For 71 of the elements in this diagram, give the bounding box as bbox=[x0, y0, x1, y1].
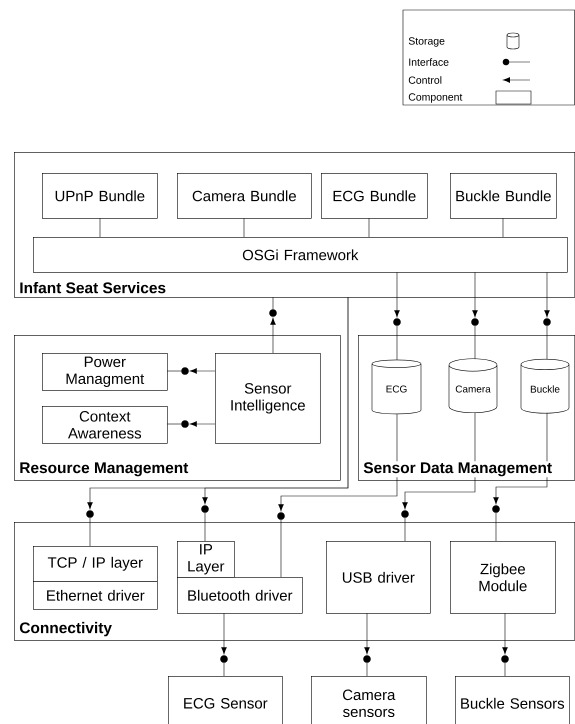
connector-line bbox=[368, 218, 370, 238]
interface-dot bbox=[401, 510, 409, 518]
storage-cylinder: ECG bbox=[372, 360, 422, 414]
legend-label: Component bbox=[408, 93, 462, 103]
legend-label: Interface bbox=[409, 58, 449, 66]
connector-line bbox=[167, 370, 182, 372]
component-box: Buckle Sensors bbox=[455, 676, 570, 724]
interface-dot bbox=[220, 655, 228, 663]
interface-dot bbox=[181, 420, 189, 428]
interface-dot bbox=[492, 505, 500, 513]
component-box: TCP / IP layer bbox=[33, 546, 158, 582]
interface-dot bbox=[181, 367, 189, 375]
component-box: Bluetooth driver bbox=[177, 577, 303, 614]
connector-line bbox=[396, 326, 398, 360]
group-heading: Connectivity bbox=[18, 620, 113, 638]
connector-line bbox=[280, 520, 282, 578]
arrow bbox=[364, 613, 370, 654]
connector-line bbox=[474, 326, 476, 359]
arrow bbox=[472, 272, 478, 318]
component-box: ECG Bundle bbox=[321, 173, 428, 219]
arrow bbox=[493, 413, 548, 504]
component-box: UPnP Bundle bbox=[42, 173, 158, 219]
group-frame bbox=[14, 335, 341, 481]
arrow bbox=[394, 272, 400, 318]
storage-cylinder: Camera bbox=[448, 358, 498, 414]
interface-dot bbox=[471, 318, 479, 326]
interface-dot bbox=[363, 655, 371, 663]
component-box: Buckle Bundle bbox=[450, 173, 557, 219]
component-box: Ethernet driver bbox=[33, 581, 158, 610]
arrow bbox=[221, 613, 227, 654]
connector-line bbox=[546, 326, 548, 360]
legend-label: Control bbox=[408, 76, 442, 84]
group-frame bbox=[14, 522, 575, 641]
component-box: Context Awareness bbox=[42, 406, 168, 444]
component-box: ECG Sensor bbox=[168, 676, 283, 724]
interface-dot bbox=[501, 655, 509, 663]
arrow bbox=[278, 414, 398, 512]
connector-line bbox=[504, 662, 506, 676]
arrow bbox=[502, 613, 508, 654]
interface-dot bbox=[201, 505, 209, 513]
component-box: OSGi Framework bbox=[33, 237, 568, 273]
arrow bbox=[270, 318, 276, 354]
component-box: Camera Bundle bbox=[177, 173, 312, 219]
component-box: Camera sensors bbox=[311, 676, 427, 724]
group-heading: Resource Management bbox=[18, 461, 190, 478]
legend-label: Storage bbox=[408, 37, 444, 47]
group-frame bbox=[358, 335, 575, 481]
group-heading: Sensor Data Management bbox=[362, 461, 554, 478]
connector-line bbox=[272, 297, 274, 310]
interface-dot bbox=[277, 512, 285, 520]
interface-dot bbox=[543, 318, 551, 326]
interface-dot bbox=[269, 309, 277, 317]
connector-line bbox=[404, 518, 406, 542]
component-box: Sensor Intelligence bbox=[215, 353, 321, 444]
connector-line bbox=[204, 512, 206, 542]
arrow bbox=[190, 421, 216, 427]
storage-cylinder: Buckle bbox=[520, 358, 570, 414]
component-box: USB driver bbox=[326, 541, 431, 614]
connector-line bbox=[502, 218, 504, 238]
arrow bbox=[190, 368, 216, 374]
component-box: Zigbee Module bbox=[450, 541, 556, 614]
arrow bbox=[544, 272, 550, 318]
group-frame bbox=[14, 152, 575, 298]
group-heading: Infant Seat Services bbox=[18, 280, 168, 294]
interface-dot bbox=[86, 510, 94, 518]
arrow bbox=[402, 412, 476, 510]
arrow bbox=[202, 297, 348, 504]
interface-dot bbox=[393, 318, 401, 326]
connector-line bbox=[366, 662, 368, 676]
component-box: IP Layer bbox=[177, 541, 235, 578]
component-box: Power Managment bbox=[42, 353, 168, 391]
